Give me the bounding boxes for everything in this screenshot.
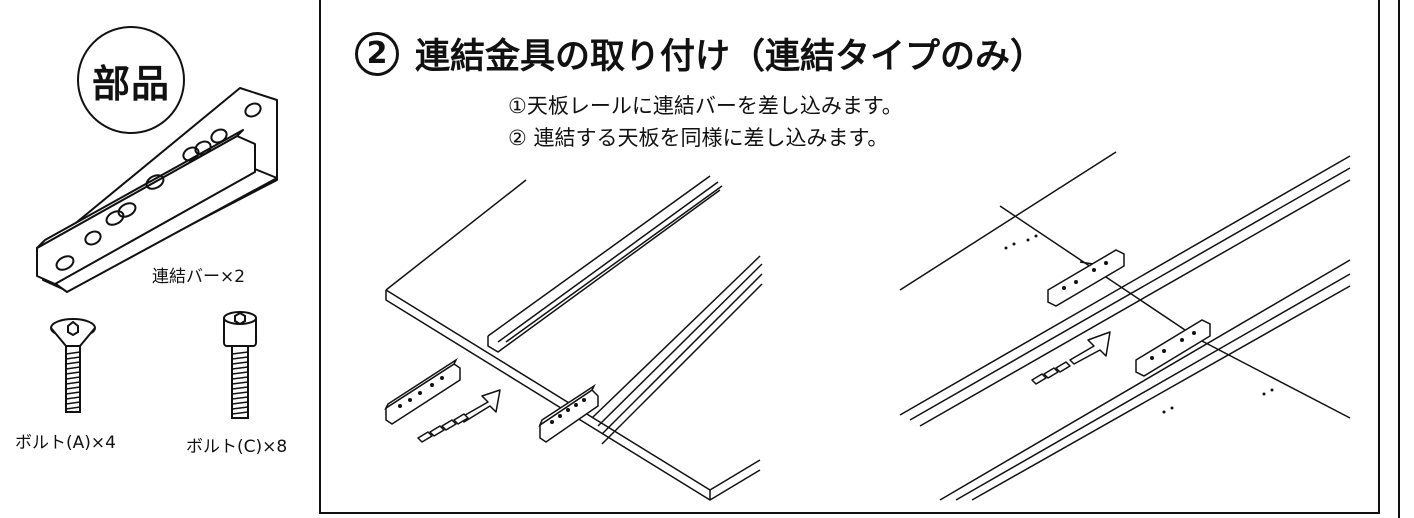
step-title: 連結金具の取り付け（連結タイプのみ） bbox=[415, 37, 1046, 77]
bolt-c-illustration bbox=[223, 311, 257, 419]
instruction-1: ①天板レールに連結バーを差し込みます。 bbox=[508, 94, 903, 118]
connecting-bar-illustration bbox=[36, 87, 278, 293]
step-panel bbox=[319, 0, 1380, 514]
part-label-bolt-c: ボルト(C)×8 bbox=[186, 437, 288, 457]
insert-bar-diagram bbox=[384, 175, 763, 501]
parts-badge-label: 部品 bbox=[91, 61, 170, 106]
instruction-2: ② 連結する天板を同様に差し込みます。 bbox=[508, 126, 889, 150]
page-edge bbox=[1398, 0, 1414, 518]
bolt-a-illustration bbox=[50, 318, 96, 413]
parts-badge: 部品 bbox=[77, 26, 185, 134]
part-label-bolt-a: ボルト(A)×4 bbox=[15, 433, 116, 453]
joined-tabletops-diagram bbox=[899, 151, 1351, 501]
part-label-connecting-bar: 連結バー×2 bbox=[152, 267, 246, 287]
step-heading: 2 連結金具の取り付け（連結タイプのみ） bbox=[355, 28, 1045, 79]
step-number: 2 bbox=[355, 31, 399, 76]
